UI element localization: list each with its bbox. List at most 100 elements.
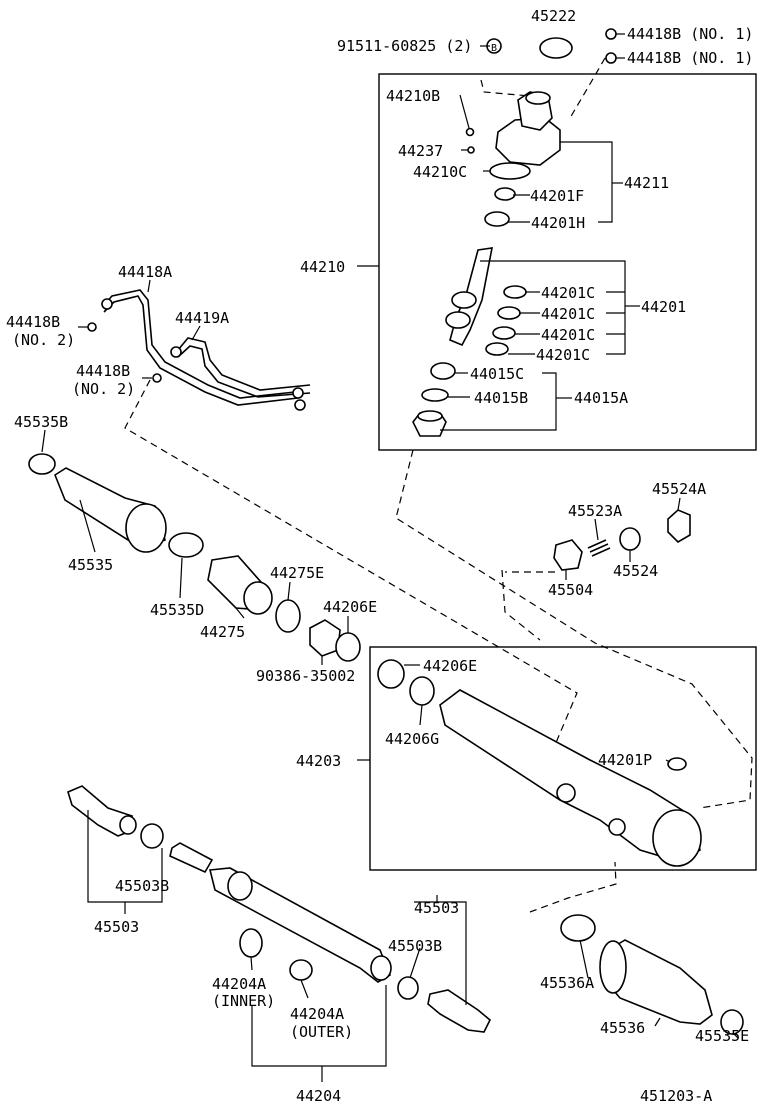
label-44210: 44210 (300, 258, 345, 276)
ring-44201c-4 (485, 342, 509, 356)
part-labels: 45222 91511-60825 (2) 44418B (NO. 1) 444… (6, 7, 753, 1105)
label-44206e-2: 44206E (423, 657, 477, 675)
label-44201: 44201 (641, 298, 686, 316)
o-ring-44275e (275, 599, 301, 633)
washer-44204a-outer (289, 959, 313, 981)
spring-45523a (587, 539, 611, 557)
label-44204a-inner-sub: (INNER) (212, 992, 275, 1010)
label-45503-right: 45503 (414, 899, 459, 917)
label-45535d: 45535D (150, 601, 204, 619)
leader-lines (41, 33, 739, 1082)
clamp-45535d (168, 532, 204, 558)
locknut-45524a (667, 509, 691, 544)
label-44201f: 44201F (530, 187, 584, 205)
pin-44237 (467, 146, 475, 154)
label-44418b-no2-2: 44418B (76, 362, 130, 380)
label-44204: 44204 (296, 1087, 341, 1105)
label-45503b-left: 45503B (115, 877, 169, 895)
label-44201c-2: 44201C (541, 305, 595, 323)
label-45535: 45535 (68, 556, 113, 574)
tie-rod-end-right (427, 989, 491, 1033)
label-44203: 44203 (296, 752, 341, 770)
label-45536a: 45536A (540, 974, 594, 992)
label-45535e: 45535E (695, 1027, 749, 1045)
label-44418b-no2-2-sub: (NO. 2) (72, 380, 135, 398)
label-45524: 45524 (613, 562, 658, 580)
label-44206g: 44206G (385, 730, 439, 748)
label-44206e-1: 44206E (323, 598, 377, 616)
circle-b-marker (486, 38, 502, 54)
label-44419a: 44419A (175, 309, 229, 327)
label-44201c-1: 44201C (541, 284, 595, 302)
seal-44206e-2 (377, 659, 405, 689)
assembly-dashed-lines (124, 57, 753, 913)
label-44204a-inner: 44204A (212, 975, 266, 993)
label-44201c-3: 44201C (541, 326, 595, 344)
label-44204a-outer-sub: (OUTER) (290, 1023, 353, 1041)
left-boot-parts (28, 453, 361, 662)
label-44201h: 44201H (531, 214, 585, 232)
label-44210b: 44210B (386, 87, 440, 105)
label-45535b: 45535B (14, 413, 68, 431)
bearing-44015c (430, 362, 456, 380)
plug-45524 (619, 527, 641, 551)
clip-45503b-left (140, 823, 164, 849)
ring-44201c-2 (497, 306, 521, 320)
label-45504: 45504 (548, 581, 593, 599)
label-44210c: 44210C (413, 163, 467, 181)
label-44204a-outer: 44204A (290, 1005, 344, 1023)
ring-44201c-1 (503, 285, 527, 299)
label-44201c-4: 44201C (536, 346, 590, 364)
label-44418b-top-1: 44418B (NO. 1) (627, 25, 753, 43)
figure-code: 451203-A (640, 1087, 712, 1105)
label-44237: 44237 (398, 142, 443, 160)
label-44015c: 44015C (470, 365, 524, 383)
label-44015a: 44015A (574, 389, 628, 407)
label-44418b-top-2: 44418B (NO. 1) (627, 49, 753, 67)
rack-housing (377, 659, 702, 867)
right-boot-parts (560, 914, 744, 1035)
washer-44204a-inner (239, 928, 263, 958)
label-44211: 44211 (624, 174, 669, 192)
seal-44206e-1 (335, 632, 361, 662)
nut-44418b-1 (605, 28, 617, 40)
label-45503b-right: 45503B (388, 937, 442, 955)
plug-44201p (667, 757, 687, 771)
bush-90386 (309, 619, 341, 657)
label-44418a: 44418A (118, 263, 172, 281)
o-ring-44015b (421, 388, 449, 402)
rack-housing-group-box (369, 646, 757, 871)
label-44418b-no2-1-sub: (NO. 2) (12, 331, 75, 349)
clamp-45535e (720, 1009, 744, 1035)
ring-44206g (409, 676, 435, 706)
dust-cover-45222 (539, 37, 573, 59)
label-44275: 44275 (200, 623, 245, 641)
circle-b-letter: B (491, 43, 497, 54)
seal-44201h (484, 211, 510, 227)
label-45503-left: 45503 (94, 918, 139, 936)
label-45536: 45536 (600, 1019, 645, 1037)
label-45222: 45222 (531, 7, 576, 25)
valve-housing-group-box (378, 73, 757, 451)
bolt-44210b (465, 127, 475, 137)
label-90386: 90386-35002 (256, 667, 355, 685)
nut-44418b-no2-a (87, 322, 97, 332)
o-ring-44210c (489, 162, 531, 180)
label-45523a: 45523A (568, 502, 622, 520)
label-44275e: 44275E (270, 564, 324, 582)
clip-45503b-right (397, 976, 419, 1000)
nut-44418b-2 (605, 52, 617, 64)
guide-45504 (553, 539, 583, 571)
ring-44201c-3 (492, 326, 516, 340)
clamp-45535b (28, 453, 56, 475)
label-44201p: 44201P (598, 751, 652, 769)
label-45524a: 45524A (652, 480, 706, 498)
adjust-parts (553, 509, 691, 571)
label-44418b-no2-1: 44418B (6, 313, 60, 331)
valve-housing-parts (412, 28, 617, 437)
label-91511: 91511-60825 (2) (337, 37, 472, 55)
seal-44201f (494, 187, 516, 201)
pressure-tubes (87, 289, 311, 411)
tie-rod-parts (67, 785, 491, 1033)
